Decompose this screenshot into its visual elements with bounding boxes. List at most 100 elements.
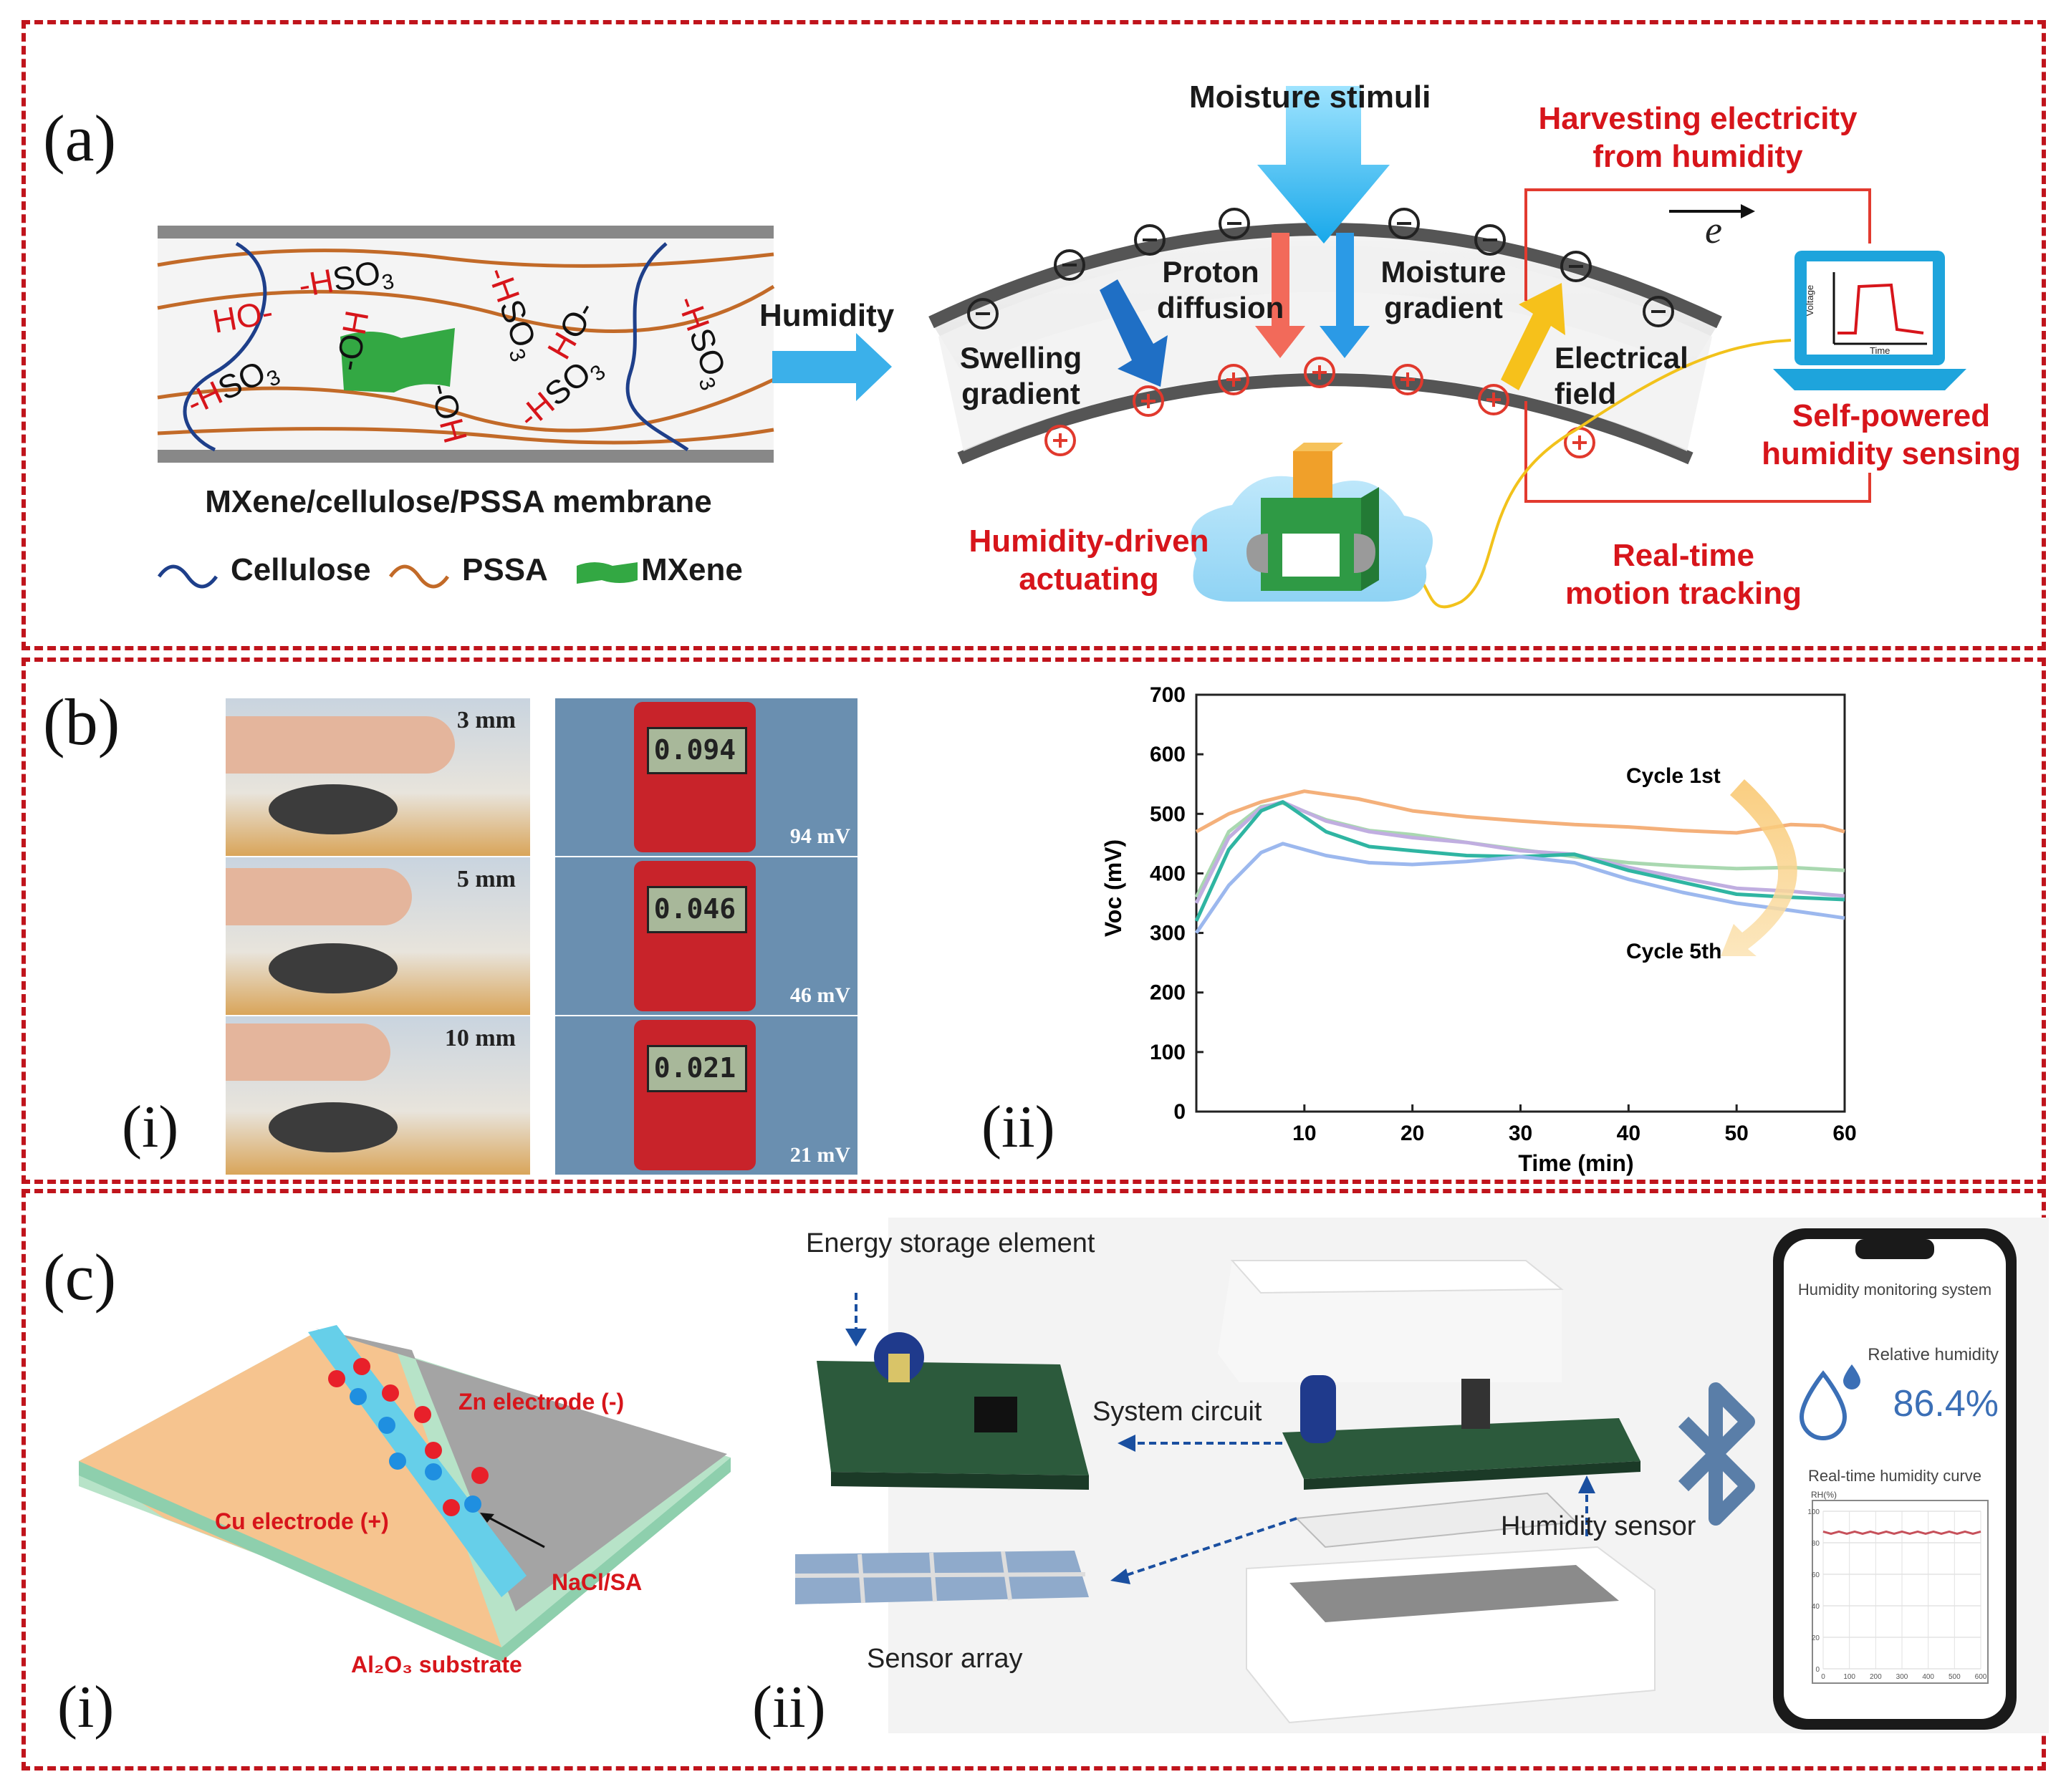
panel-a-diagram: HO- -HSO3 -HSO3 -OH -OH -HSO3 HO- -HSO3 … <box>157 86 1966 609</box>
reading-label: 46 mV <box>789 983 850 1007</box>
proton-diffusion-label: Proton diffusion <box>1157 255 1284 325</box>
cu-electrode-label: Cu electrode (+) <box>215 1508 389 1534</box>
distance-label: 10 mm <box>444 1025 516 1051</box>
series-line-4 <box>1194 800 1845 922</box>
x-tick-label: 30 <box>1509 1122 1532 1145</box>
x-tick-label: 40 <box>1617 1122 1640 1145</box>
phone-x-tick: 500 <box>1949 1673 1961 1681</box>
device-disc <box>269 784 398 834</box>
finger-photo-1: 3 mm <box>226 698 530 856</box>
multimeter-screen <box>647 886 747 933</box>
panel-a-label: (a) <box>43 102 117 175</box>
phone-y-tick: 0 <box>1815 1666 1820 1674</box>
multimeter-display: 0.094 <box>653 734 736 766</box>
legend-cellulose: Cellulose <box>231 552 371 587</box>
y-tick-label: 200 <box>1150 981 1186 1005</box>
multimeter-photo-1: 0.094 94 mV <box>555 698 857 856</box>
energy-storage-label: Energy storage element <box>806 1228 1095 1258</box>
harvesting-label: Harvesting electricity from humidity <box>1538 101 1858 174</box>
moisture-stimuli-label: Moisture stimuli <box>1189 80 1431 115</box>
panel-b-sub-ii: (ii) <box>981 1094 1055 1160</box>
laptop-icon <box>1773 251 1966 390</box>
svg-text:-OH: -OH <box>329 308 376 374</box>
humidity-arrow-label: Humidity <box>759 298 895 333</box>
zn-electrode-label: Zn electrode (-) <box>458 1389 625 1415</box>
device-disc <box>269 1102 398 1152</box>
moisture-gradient-label: Moisture gradient <box>1380 255 1507 325</box>
y-tick-label: 400 <box>1150 862 1186 885</box>
panel-a <box>21 20 2046 650</box>
panel-b-sub-i: (i) <box>122 1094 179 1160</box>
x-tick-label: 60 <box>1832 1122 1856 1145</box>
y-tick-label: 300 <box>1150 922 1186 945</box>
phone-rh-value: 86.4% <box>1893 1383 1999 1425</box>
y-axis-label: Voc (mV) <box>1103 839 1126 937</box>
cycle-arrow <box>1721 779 1797 956</box>
multimeter-display: 0.021 <box>653 1052 736 1084</box>
x-tick-label: 50 <box>1724 1122 1748 1145</box>
substrate-label: Al₂O₃ substrate <box>351 1652 522 1677</box>
humidity-driven-label: Humidity-driven actuating <box>969 524 1209 597</box>
laptop-time-axis: Time <box>1870 345 1890 356</box>
phone-x-tick: 600 <box>1975 1673 1987 1681</box>
annotation-cycle-5th: Cycle 5th <box>1626 940 1721 963</box>
y-tick-label: 100 <box>1150 1041 1186 1064</box>
finger <box>226 868 412 925</box>
annotation-cycle-1st: Cycle 1st <box>1626 764 1721 788</box>
series-line-3 <box>1194 800 1845 905</box>
multimeter-photo-3: 0.021 21 mV <box>555 1016 857 1175</box>
panel-c-sub-ii: (ii) <box>752 1674 826 1740</box>
phone-y-tick: 60 <box>1812 1571 1820 1579</box>
phone-y-tick: 80 <box>1812 1540 1820 1548</box>
distance-label: 3 mm <box>456 707 516 733</box>
panel-b <box>21 657 2046 1184</box>
phone-y-tick: 20 <box>1812 1634 1820 1642</box>
water-drop-icon <box>1799 1370 1848 1440</box>
humidity-sensor-label: Humidity sensor <box>1501 1511 1696 1541</box>
swelling-gradient-label: Swelling gradient <box>959 341 1082 411</box>
phone-x-tick: 300 <box>1896 1673 1908 1681</box>
finger-photo-column: 3 mm 5 mm 10 mm <box>226 698 530 1175</box>
real-time-label: Real-time motion tracking <box>1565 538 1802 611</box>
phone-x-tick: 0 <box>1821 1673 1825 1681</box>
sensor-array-label: Sensor array <box>867 1644 1023 1674</box>
svg-text:-OH: -OH <box>423 379 474 447</box>
legend-pssa: PSSA <box>462 552 548 587</box>
electrical-field-label: Electrical field <box>1555 341 1688 411</box>
bluetooth-icon <box>1678 1382 1755 1526</box>
phone-y-tick: 40 <box>1812 1603 1820 1611</box>
nacl-label: NaCl/SA <box>552 1569 643 1595</box>
phone-y-axis-label: RH(%) <box>1811 1490 1837 1500</box>
multimeter-photo-column: 0.094 94 mV 0.046 46 mV 0.021 21 mV <box>555 698 857 1175</box>
x-tick-label: 10 <box>1292 1122 1316 1145</box>
y-tick-label: 500 <box>1150 802 1186 826</box>
electron-label: e <box>1705 208 1722 251</box>
membrane-schematic: HO- -HSO3 -HSO3 -OH -OH -HSO3 HO- -HSO3 … <box>157 226 775 463</box>
finger <box>226 716 455 774</box>
finger-photo-3: 10 mm <box>226 1016 530 1175</box>
self-powered-label: Self-powered humidity sensing <box>1762 398 2021 471</box>
phone-x-tick: 100 <box>1843 1673 1855 1681</box>
multimeter-display: 0.046 <box>653 893 736 925</box>
reading-label: 94 mV <box>789 824 850 848</box>
distance-label: 5 mm <box>456 866 516 892</box>
device-disc <box>269 943 398 993</box>
panel-b-label: (b) <box>43 685 120 758</box>
panel-c-label: (c) <box>43 1241 117 1314</box>
phone-rh-label: Relative humidity <box>1868 1345 1999 1364</box>
multimeter-screen <box>647 727 747 774</box>
phone-curve-title: Real-time humidity curve <box>1807 1467 1982 1485</box>
phone-title: Humidity monitoring system <box>1797 1281 1992 1299</box>
phone-x-tick: 200 <box>1870 1673 1882 1681</box>
x-tick-label: 20 <box>1400 1122 1424 1145</box>
phone-y-tick: 100 <box>1807 1508 1820 1516</box>
series-line-5 <box>1194 842 1845 935</box>
mxene-flake <box>340 328 455 392</box>
membrane-caption: MXene/cellulose/PSSA membrane <box>205 484 712 519</box>
y-tick-label: 0 <box>1173 1100 1186 1124</box>
phone-x-tick: 400 <box>1922 1673 1934 1681</box>
